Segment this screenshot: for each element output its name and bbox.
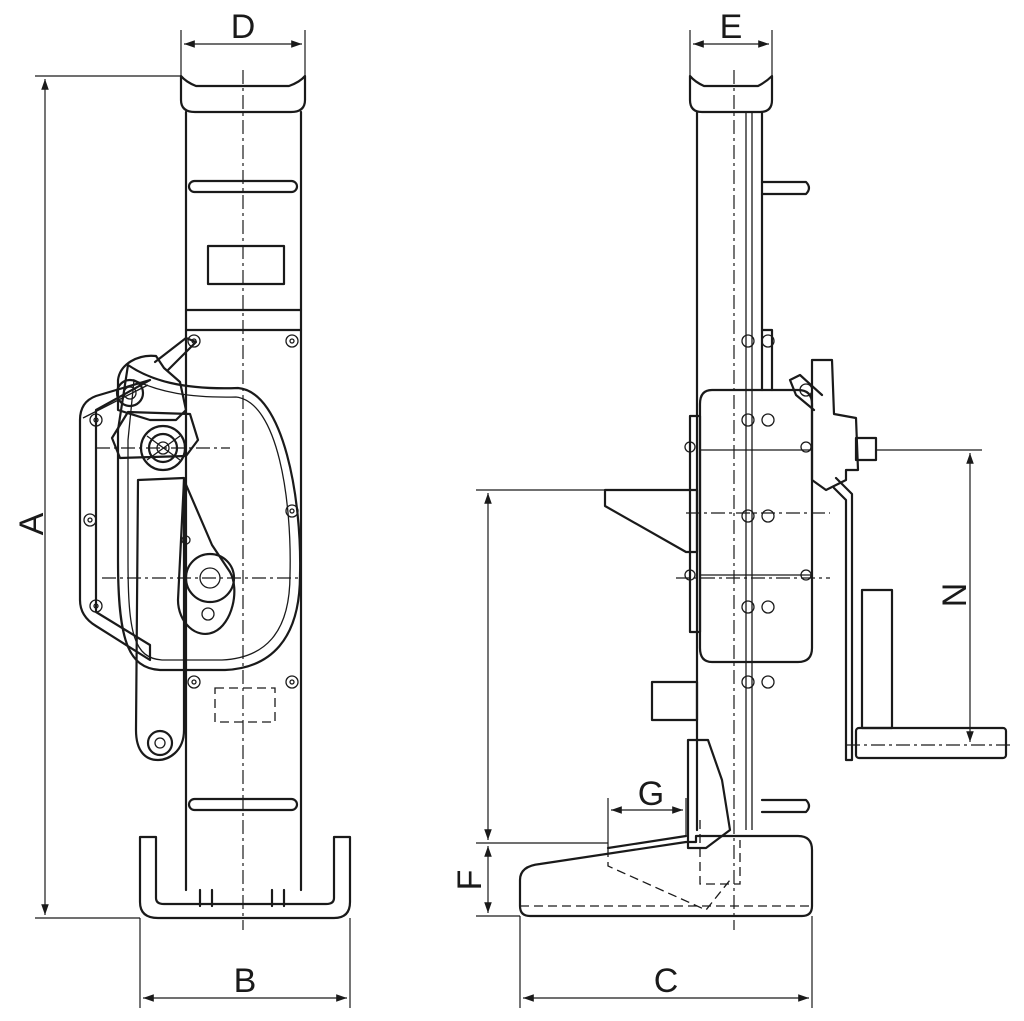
- dimension-lines: [35, 30, 982, 1008]
- label-f: F: [451, 870, 489, 891]
- label-c: C: [654, 962, 679, 1000]
- side-view: [518, 70, 1012, 930]
- label-b: B: [234, 962, 257, 1000]
- dimension-labels: D E A B C F G N: [13, 8, 974, 1000]
- label-n: N: [936, 583, 974, 608]
- label-a: A: [13, 512, 51, 535]
- front-view: [78, 70, 352, 930]
- label-g: G: [638, 775, 664, 813]
- label-e: E: [720, 8, 743, 46]
- label-d: D: [231, 8, 256, 46]
